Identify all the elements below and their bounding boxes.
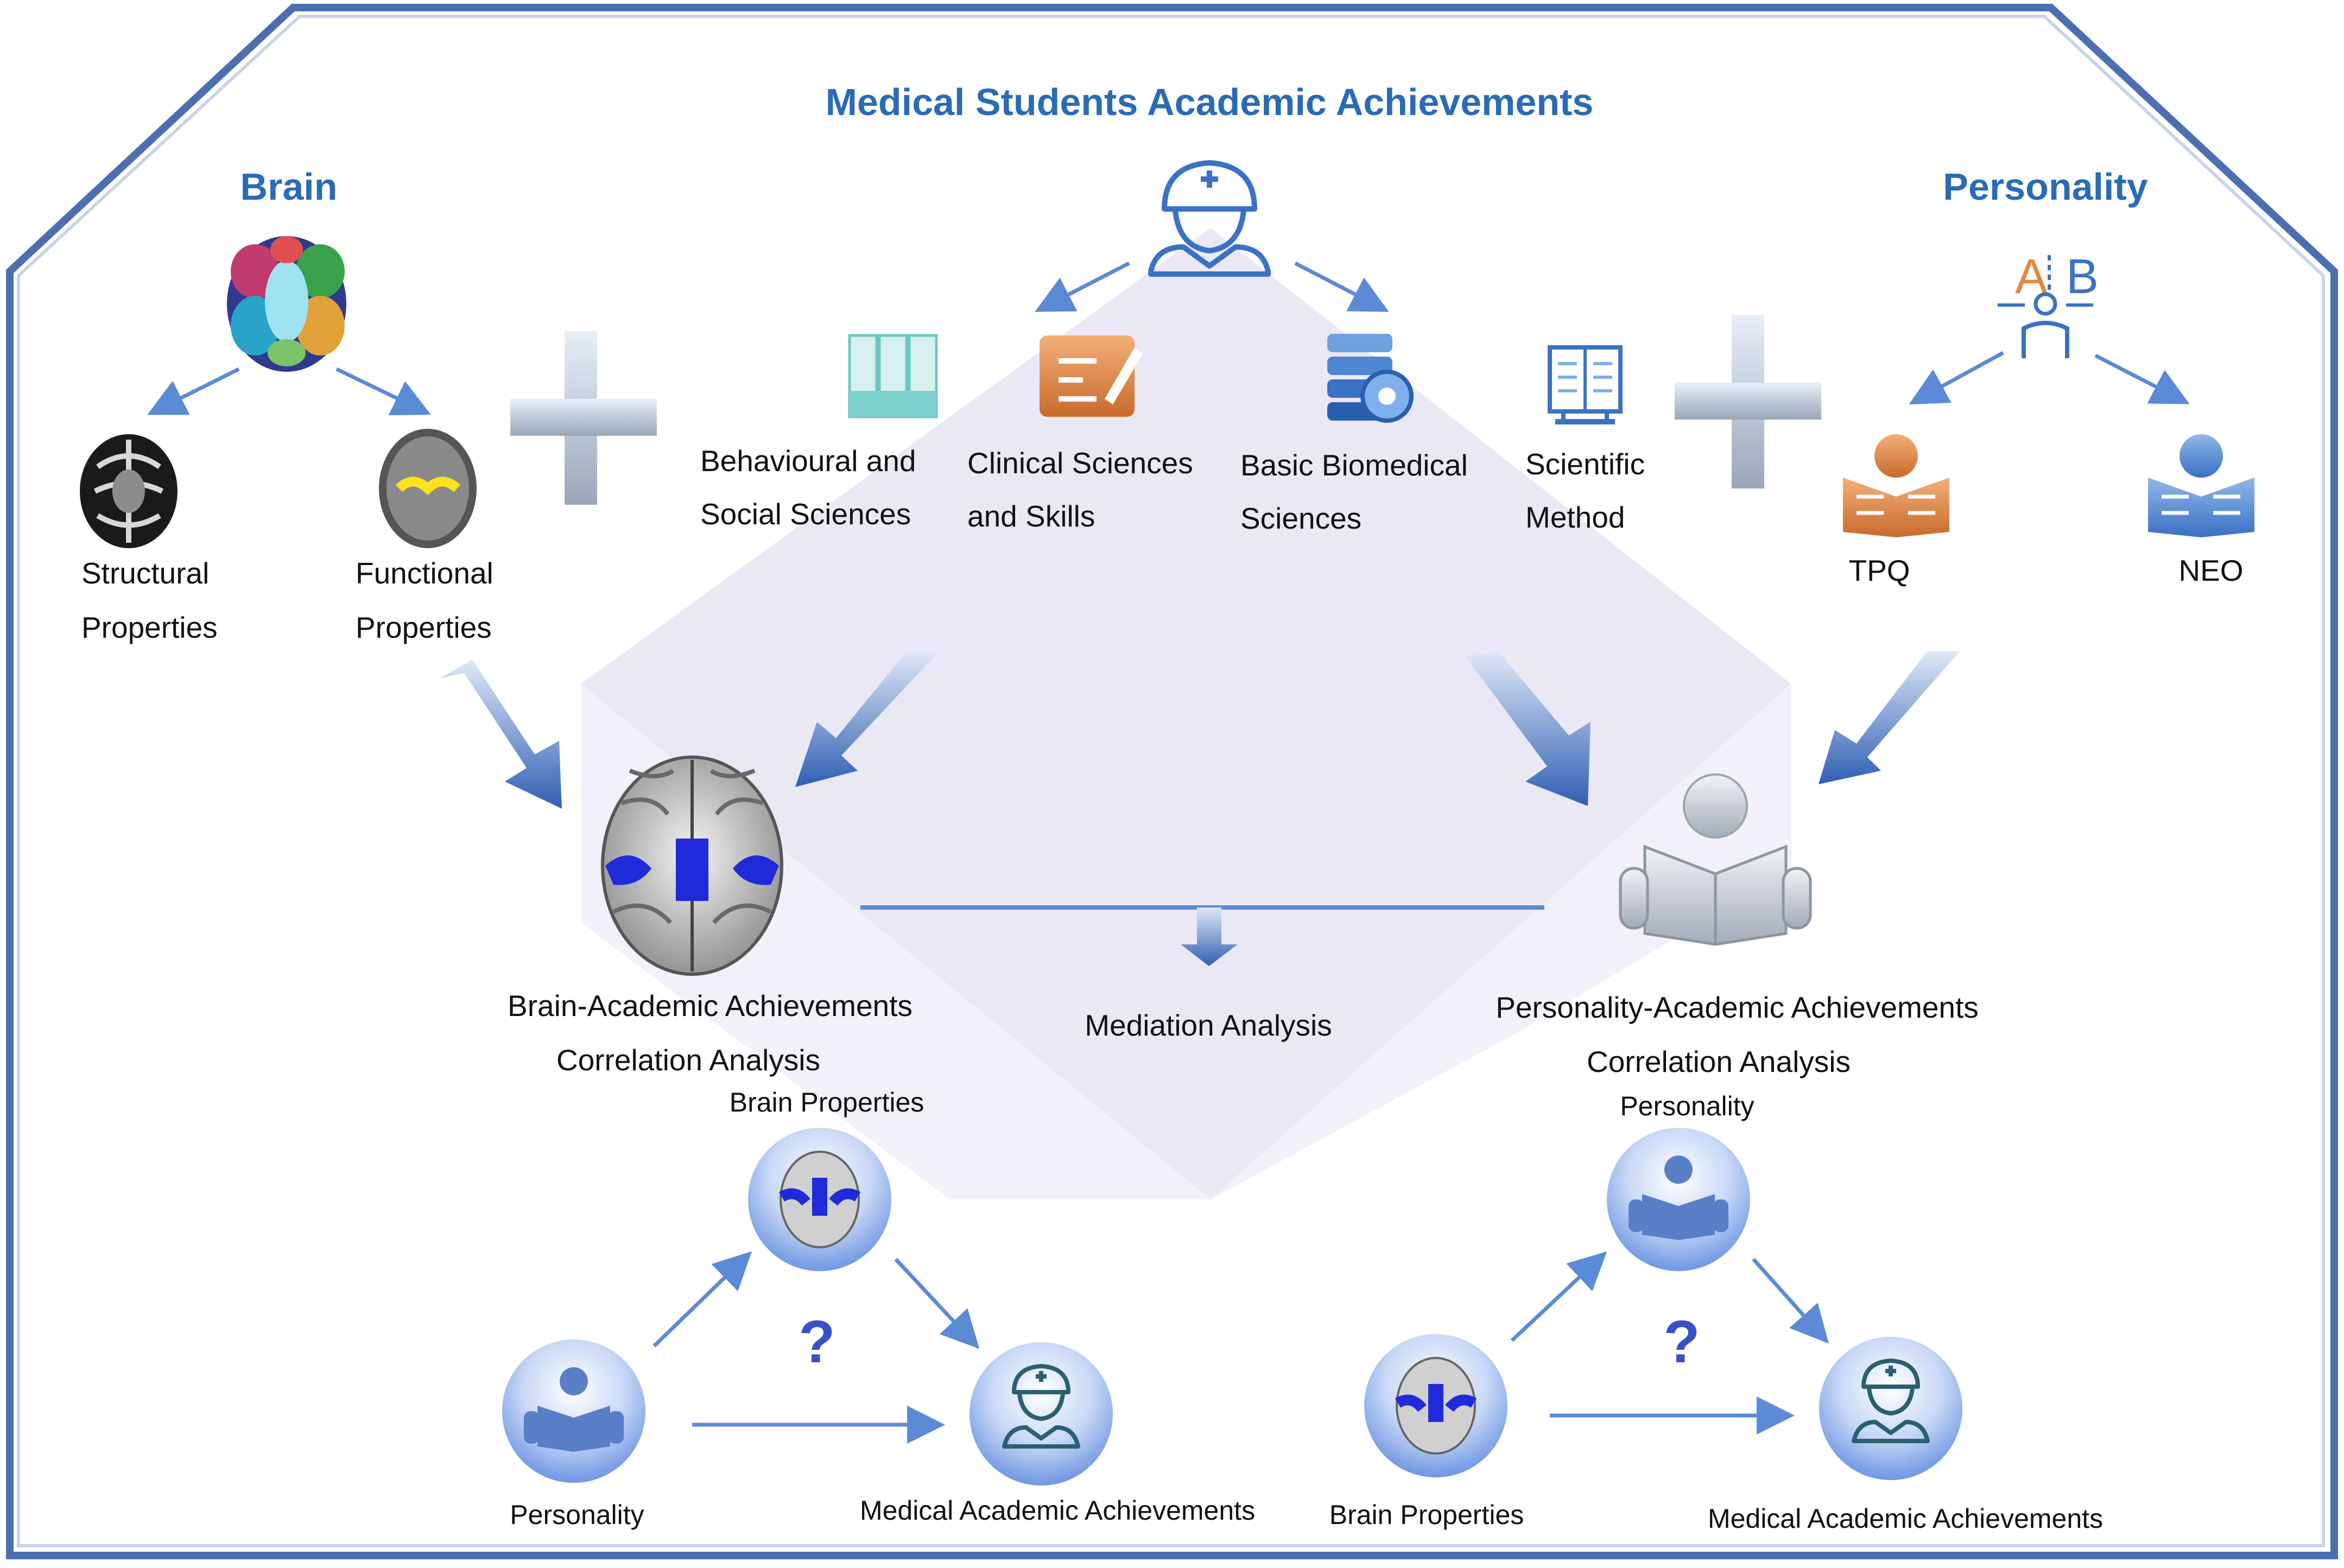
right-question-mark: ? [1663,1309,1700,1375]
left-top-label: Brain Properties [730,1087,924,1118]
brain-corr-label: Brain-Academic Achievements [508,989,913,1023]
neo-reader-icon [2148,434,2254,537]
left-question-mark: ? [799,1309,835,1375]
svg-text:B: B [2066,250,2099,304]
functional-brain-icon [379,429,477,548]
right-achievement-label: Medical Academic Achievements [1708,1503,2103,1534]
pers-corr-label: Correlation Analysis [1587,1045,1851,1078]
mediation-label: Mediation Analysis [1085,1008,1332,1042]
brain-heading: Brain [240,166,338,208]
subject-label: and Skills [967,499,1095,533]
database-gear-icon [1327,334,1414,423]
plus-icon [1675,315,1821,488]
tpq-label: TPQ [1848,554,1910,587]
background-diamond [581,228,1791,1199]
subject-label: Basic Biomedical [1240,448,1468,482]
left-achievement-label: Medical Academic Achievements [860,1495,1255,1526]
subject-label: Sciences [1240,501,1361,535]
functional-label: Functional [356,556,493,590]
pers-corr-label: Personality-Academic Achievements [1496,991,1979,1024]
brain-corr-label: Correlation Analysis [556,1043,820,1077]
right-brain-bubble [1364,1334,1507,1477]
structural-brain-icon [80,434,178,548]
structural-label: Properties [81,611,218,644]
subject-label: Scientific [1525,447,1645,481]
left-brain-bubble [748,1128,891,1271]
left-personality-bubble [502,1340,645,1483]
left-achievement-bubble [970,1342,1113,1486]
big-arrow [440,659,562,809]
doctor-icon [1148,160,1271,277]
right-brain-label: Brain Properties [1329,1500,1524,1530]
brain-atlas-icon [227,236,346,372]
plus-icon [510,331,657,505]
subject-label: Behavioural and [700,444,916,478]
left-personality-label: Personality [510,1500,644,1530]
subject-label: Social Sciences [700,497,911,531]
right-personality-bubble [1607,1128,1750,1271]
right-achievement-bubble [1819,1337,1962,1480]
big-arrow [795,651,939,787]
subject-label: Clinical Sciences [967,446,1193,480]
mediation-down-arrow [1181,907,1238,966]
right-top-label: Personality [1620,1091,1754,1121]
large-reader-icon [1619,773,1812,946]
functional-label: Properties [356,611,492,644]
binders-icon [848,334,938,418]
big-arrow [1466,651,1591,806]
open-book-icon [1548,345,1623,424]
personality-ab-icon: A B [1998,250,2099,358]
big-arrow [1819,651,1960,784]
clipboard-pen-icon [1040,335,1143,417]
tpq-reader-icon [1843,434,1949,537]
page-title: Medical Students Academic Achievements [826,81,1594,123]
large-brain-icon [601,756,783,976]
subject-label: Method [1525,500,1625,534]
structural-label: Structural [81,556,209,590]
neo-label: NEO [2178,554,2243,587]
personality-heading: Personality [1943,166,2147,208]
